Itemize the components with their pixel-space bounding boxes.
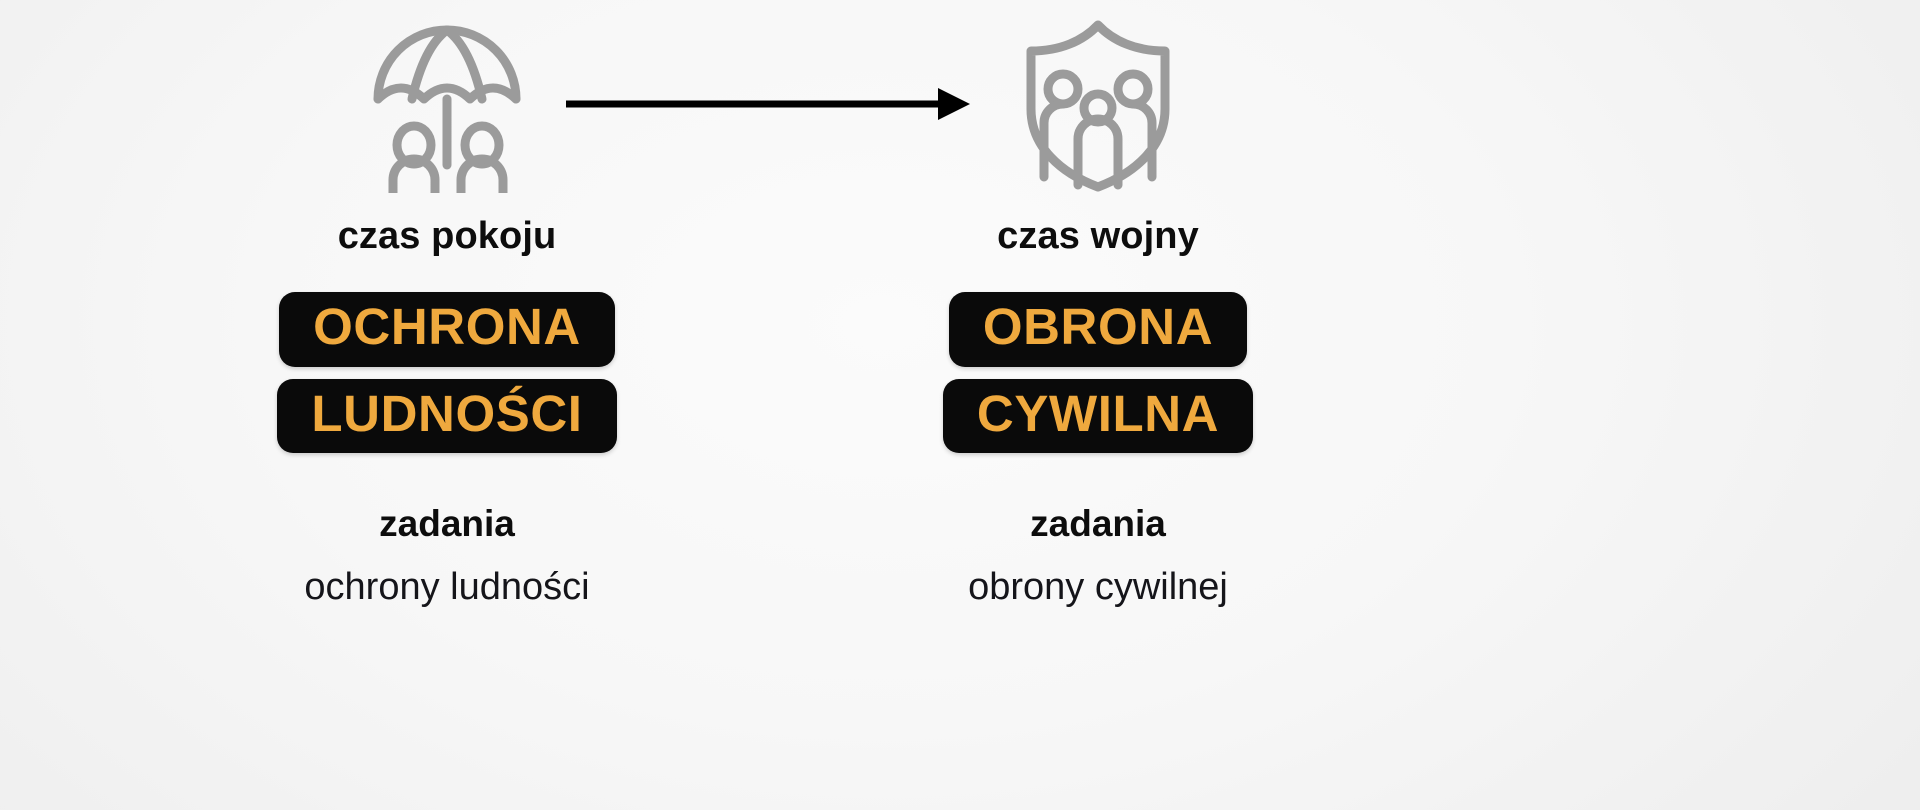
umbrella-over-people-icon bbox=[372, 0, 522, 205]
column-war: czas wojny OBRONA CYWILNA zadania obrony… bbox=[788, 0, 1408, 810]
tasks-heading-war: zadania bbox=[1030, 503, 1166, 545]
tasks-detail-peace: ochrony ludności bbox=[304, 566, 590, 609]
era-label-peace: czas pokoju bbox=[337, 215, 557, 257]
transition-arrow bbox=[560, 80, 980, 128]
badge-ochrona-label: OCHRONA bbox=[313, 298, 581, 355]
badge-cywilna[interactable]: CYWILNA bbox=[942, 378, 1254, 454]
badge-group-war: OBRONA CYWILNA bbox=[942, 292, 1254, 454]
shield-with-people-icon bbox=[1023, 0, 1173, 205]
badge-ochrona[interactable]: OCHRONA bbox=[279, 292, 615, 367]
column-peace: czas pokoju OCHRONA LUDNOŚCI zadania och… bbox=[137, 0, 757, 810]
badge-obrona[interactable]: OBRONA bbox=[948, 292, 1248, 367]
tasks-detail-war: obrony cywilnej bbox=[968, 566, 1228, 609]
badge-obrona-label: OBRONA bbox=[982, 298, 1214, 355]
badge-ludnosci-label: LUDNOŚCI bbox=[311, 384, 583, 442]
badge-group-peace: OCHRONA LUDNOŚCI bbox=[277, 292, 617, 454]
badge-cywilna-label: CYWILNA bbox=[976, 384, 1220, 442]
badge-ludnosci[interactable]: LUDNOŚCI bbox=[277, 378, 617, 454]
era-label-war: czas wojny bbox=[997, 215, 1199, 257]
tasks-heading-peace: zadania bbox=[379, 503, 515, 545]
